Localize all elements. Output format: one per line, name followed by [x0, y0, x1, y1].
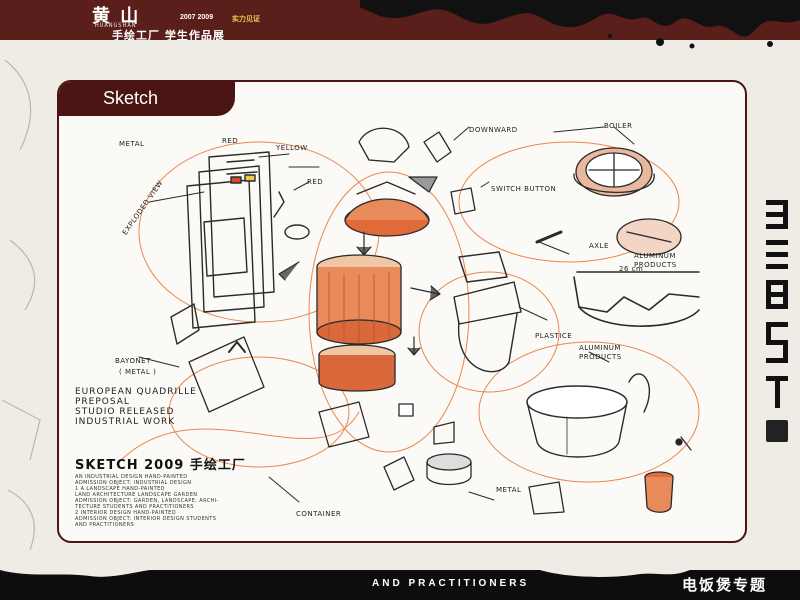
vertical-brand-mark	[766, 200, 788, 442]
description-block: AN INDUSTRIAL DESIGN HAND-PAINTED ADMISS…	[75, 474, 219, 528]
label-red-2: RED	[307, 178, 324, 186]
description-line: AND PRACTITIONERS	[75, 522, 135, 528]
footer-chinese-title: 电饭煲专题	[682, 576, 768, 594]
label-plastic: PLASTICE	[535, 332, 573, 340]
sketch-panel: Sketch METAL RED YELLOW RED EXPLODED VIE…	[57, 80, 747, 543]
description-line: LAND ARCHITECTURE LANDSCAPE GARDEN	[75, 492, 198, 498]
header-years: 2007 2009	[180, 14, 214, 21]
description-line: TECTURE STUDENTS AND PRACTITIONERS	[75, 504, 194, 510]
label-yellow: YELLOW	[276, 144, 308, 152]
label-axle: AXLE	[589, 242, 609, 250]
footer-bar: AND PRACTITIONERS 电饭煲专题	[0, 570, 800, 600]
label-dimension: 26 cm	[619, 265, 644, 273]
section-tab	[59, 82, 235, 116]
logo-english: HUANGSHAN	[95, 22, 137, 29]
label-bayonet: BAYONET	[115, 357, 151, 365]
label-red-1: RED	[222, 137, 239, 145]
description-line: 1 A LANDSCAPE HAND-PAINTED	[75, 486, 165, 492]
label-downward: DOWNWARD	[469, 126, 518, 134]
label-metal: METAL	[119, 140, 145, 148]
description-line: ADMISSION OBJECT: GARDEN, LANDSCAPE, ARC…	[75, 498, 219, 504]
note-line: STUDIO RELEASED	[75, 407, 175, 417]
logo-chinese: 黄 山	[92, 6, 141, 27]
sketch-2009-title: SKETCH 2009 手绘工厂	[75, 458, 246, 473]
note-line: INDUSTRIAL WORK	[75, 417, 176, 427]
label-metal-2: METAL	[496, 486, 522, 494]
label-aluminum-products-1: ALUMINUM PRODUCTS	[634, 252, 677, 269]
description-line: ADMISSION OBJECT: INDUSTRIAL DESIGN	[75, 480, 192, 486]
label-switch-button: SWITCH BUTTON	[491, 185, 557, 193]
label-container: CONTAINER	[296, 510, 342, 518]
label-aluminum-products-2: ALUMINUM PRODUCTS	[579, 344, 622, 361]
note-line: EUROPEAN QUADRILLE	[75, 387, 197, 397]
header-subtitle: 手绘工厂 学生作品展	[112, 29, 225, 40]
description-line: ADMISSION OBJECT: INTERIOR DESIGN STUDEN…	[75, 516, 217, 522]
rice-cooker-sketch	[118, 126, 700, 515]
header-tag: 实力见证	[232, 16, 260, 23]
background-sketch-left	[1, 59, 41, 551]
section-title: Sketch	[103, 88, 159, 108]
description-line: 2 INTERIOR DESIGN HAND-PAINTED	[75, 510, 176, 516]
footer-ink-decoration	[0, 570, 690, 577]
note-line: PREPOSAL	[75, 397, 130, 407]
label-bayonet-metal: ( METAL )	[119, 368, 157, 376]
footer-english-text: AND PRACTITIONERS	[372, 578, 530, 589]
handwritten-notes: EUROPEAN QUADRILLE PREPOSAL STUDIO RELEA…	[75, 387, 197, 427]
ink-splash-decoration	[360, 0, 800, 49]
description-line: AN INDUSTRIAL DESIGN HAND-PAINTED	[75, 474, 188, 480]
label-boiler: BOILER	[604, 122, 633, 130]
